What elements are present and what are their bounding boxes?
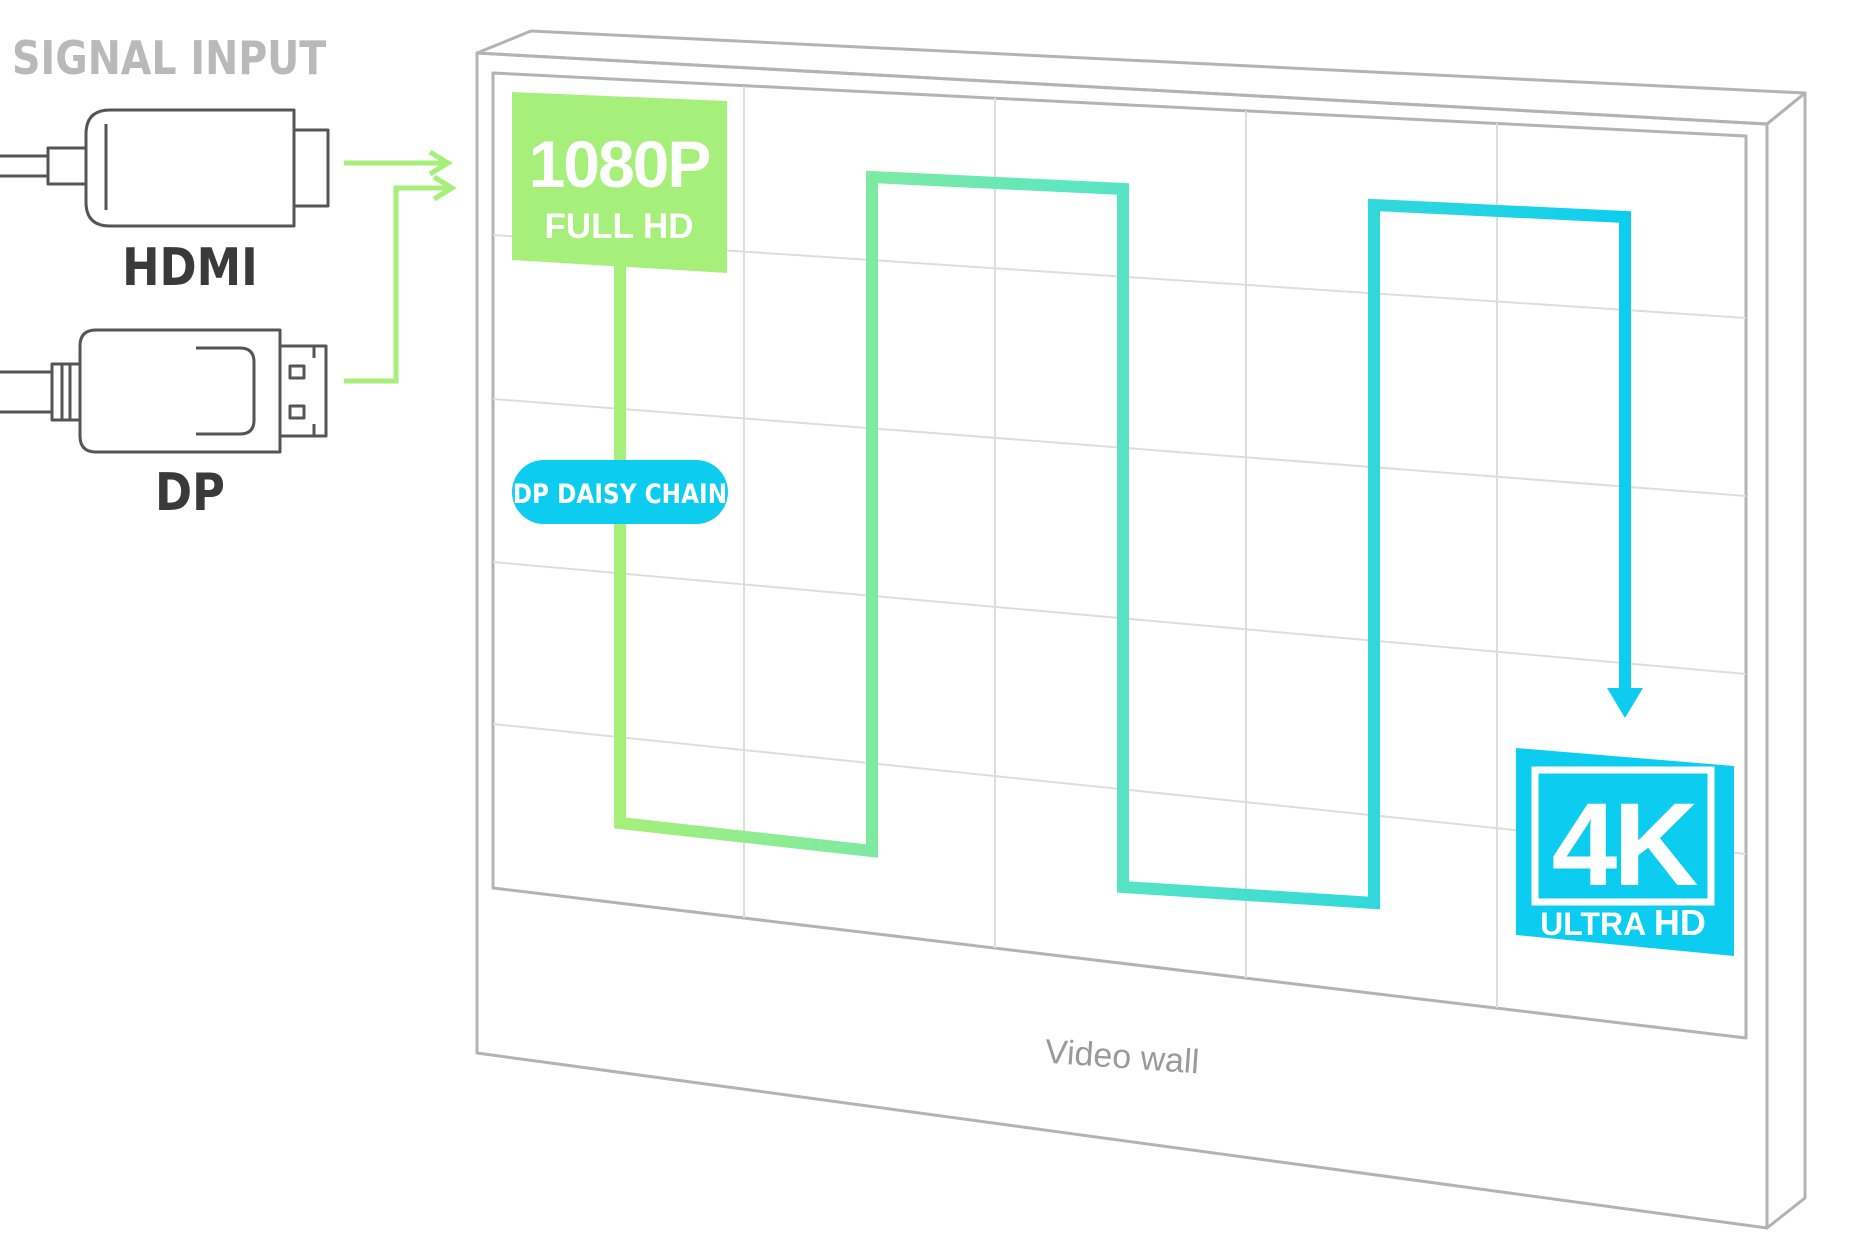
daisy-chain-arrowhead (1607, 688, 1643, 718)
screen-area (491, 71, 1748, 1040)
hdmi-label: HDMI (122, 238, 258, 298)
uhd-badge-title: 4K (1552, 779, 1699, 911)
dp-connector-icon (0, 328, 328, 454)
hdmi-plug-tip (294, 128, 330, 208)
dp-tip-notch (288, 364, 306, 380)
signal-input-title: SIGNAL INPUT (12, 32, 327, 86)
daisy-chain-path (614, 170, 1631, 910)
daisy-chain-pill-label: DP DAISY CHAIN (513, 478, 727, 509)
dp-cable-collar (50, 362, 82, 422)
dp-plug-tip (280, 344, 328, 438)
video-wall-label: Video wall (1044, 1033, 1201, 1082)
fullhd-badge-bg (512, 92, 727, 273)
dp-tip-notch (288, 404, 306, 420)
hdmi-plug-body (84, 108, 296, 228)
fullhd-badge: 1080P FULL HD (512, 92, 727, 273)
daisy-chain-pill-bg (512, 460, 728, 524)
uhd-badge-inner-frame (1531, 766, 1715, 906)
hdmi-cable-collar (46, 146, 88, 186)
uhd-badge-ultra: ULTRA (1540, 906, 1646, 942)
frame-side-edge (1765, 91, 1807, 1230)
fullhd-badge-subtitle: FULL HD (544, 207, 693, 246)
hdmi-input-arrow (344, 149, 453, 177)
uhd-badge-subtitle: ULTRA HD (1540, 902, 1706, 943)
uhd-badge-hd: HD (1654, 902, 1706, 943)
dp-plug-inner (196, 346, 256, 436)
video-wall-frame (475, 29, 1807, 1230)
dp-input-arrow (344, 174, 457, 384)
hdmi-connector-icon (0, 108, 330, 228)
dp-label: DP (155, 463, 225, 523)
dp-plug-body (78, 328, 282, 454)
fullhd-badge-title: 1080P (529, 127, 710, 201)
uhd-badge: 4K ULTRA HD (1516, 748, 1734, 956)
daisy-chain-pill: DP DAISY CHAIN (512, 460, 728, 524)
